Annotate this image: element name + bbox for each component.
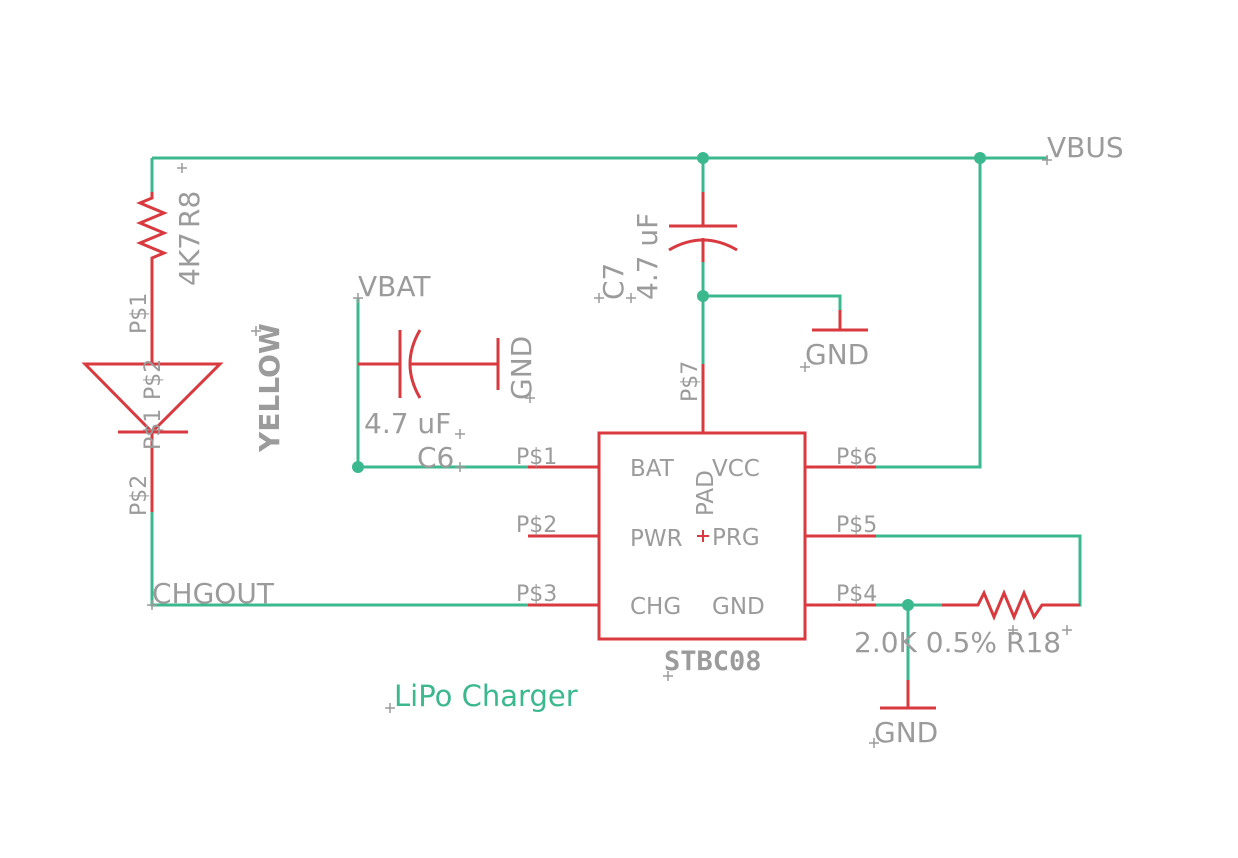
junction-dot <box>352 461 364 473</box>
junction-dot <box>974 152 986 164</box>
nets <box>150 156 1082 680</box>
ic-pin-prg: PRG <box>712 525 760 551</box>
net-label-chgout: CHGOUT <box>152 577 275 610</box>
ic-pin-bat: BAT <box>630 456 675 482</box>
ic-pad-p5: P$5 <box>836 513 877 538</box>
net-label-vbus: VBUS <box>1047 131 1124 164</box>
gnd-symbol-bottom <box>880 680 936 710</box>
ic-pad-p3: P$3 <box>516 582 557 607</box>
gnd-symbol-c7 <box>812 310 868 332</box>
r8-pin1-label: P$1 <box>127 293 152 334</box>
ic-pad-p2: P$2 <box>516 513 557 538</box>
ic-pin-pad: PAD <box>693 470 719 516</box>
r8-value: 4K7 <box>173 232 206 286</box>
junction-dot <box>697 290 709 302</box>
ic-name: STBC08 <box>664 646 762 677</box>
net-label-gnd-c7: GND <box>805 338 869 371</box>
capacitor-c6 <box>358 329 500 399</box>
c7-to-gnd-wire <box>701 262 842 310</box>
ic-pin-gnd: GND <box>712 594 765 620</box>
ic-pad-p6: P$6 <box>836 445 877 470</box>
ic-pad-p4: P$4 <box>836 582 877 607</box>
ic-pin-pwr: PWR <box>630 526 683 552</box>
junctions <box>352 152 986 611</box>
ic-pin-vcc: VCC <box>712 456 760 482</box>
r8-pin2-label: P$2 <box>127 475 152 516</box>
resistor-r8 <box>136 192 168 330</box>
net-label-vbat: VBAT <box>358 270 431 303</box>
c6-name: C6 <box>417 441 454 474</box>
resistor-r18 <box>942 589 1080 621</box>
origin-markers <box>147 155 1072 748</box>
led-pin2-label: P$2 <box>141 359 166 400</box>
ic-pad-p1: P$1 <box>516 445 557 470</box>
schematic-title: LiPo Charger <box>394 679 578 713</box>
ic-pin-chg: CHG <box>630 594 681 620</box>
r8-name: R8 <box>173 191 206 228</box>
capacitor-c7 <box>668 192 738 262</box>
ic-stbc08 <box>528 364 876 641</box>
c7-value: 4.7 uF <box>631 213 664 300</box>
c7-name: C7 <box>597 263 630 300</box>
led-pin1-label: P$1 <box>141 409 166 450</box>
r18-name: R18 <box>1006 626 1061 659</box>
ic-pad-p7: P$7 <box>678 361 703 402</box>
net-label-gnd-bottom: GND <box>874 716 938 749</box>
junction-dot <box>902 599 914 611</box>
vbus-to-vcc-wire <box>876 158 982 469</box>
prg-to-r18-wire <box>876 534 1082 607</box>
r18-value: 2.0K 0.5% <box>854 626 997 659</box>
led-color-label: YELLOW <box>253 323 286 453</box>
net-label-gnd-c6: GND <box>505 336 538 400</box>
junction-dot <box>697 152 709 164</box>
c6-value: 4.7 uF <box>364 407 451 440</box>
svg-text:4K7R8: 4K7R8 <box>173 191 206 286</box>
led-yellow <box>81 330 224 512</box>
